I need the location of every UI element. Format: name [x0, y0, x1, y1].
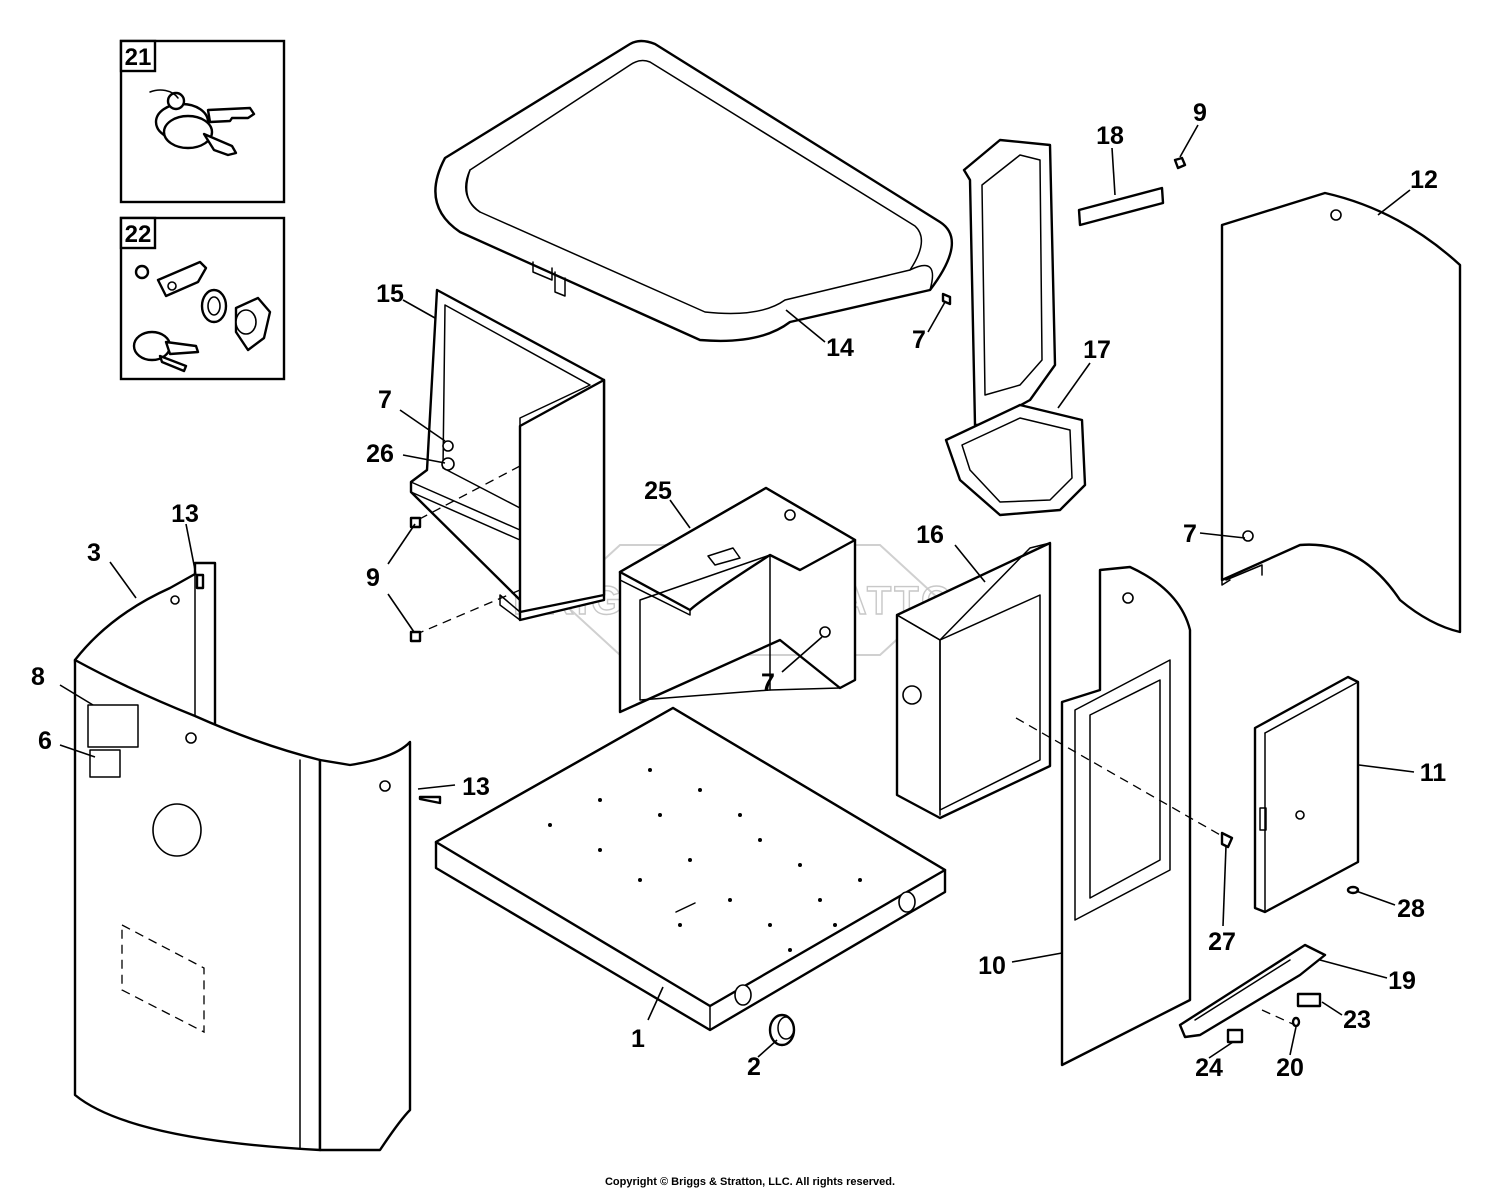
- callout-7: 7: [761, 669, 775, 697]
- grommet-2: [768, 1013, 796, 1047]
- screw-13: [195, 573, 205, 590]
- callout-24: 24: [1195, 1054, 1223, 1082]
- callout-10: 10: [978, 952, 1006, 980]
- callout-14: 14: [826, 334, 854, 362]
- fastener-set: [941, 292, 1360, 1028]
- callout-3: 3: [87, 539, 101, 567]
- callout-18: 18: [1096, 122, 1124, 150]
- callout-7: 7: [378, 386, 392, 414]
- callout-15: 15: [376, 280, 404, 308]
- copyright-notice: Copyright © Briggs & Stratton, LLC. All …: [604, 1176, 896, 1188]
- callout-9: 9: [366, 564, 380, 592]
- label-23: [1296, 992, 1322, 1008]
- panel-bracket-15: [409, 288, 606, 622]
- dashed-guide: [1261, 1009, 1296, 1026]
- rear-right-panel-12: [1220, 191, 1462, 634]
- callout-19: 19: [1388, 967, 1416, 995]
- key-set-icon: [149, 89, 256, 157]
- callout-7: 7: [1183, 520, 1197, 548]
- center-mount-25: [618, 486, 857, 714]
- screw-13: [418, 795, 442, 805]
- inset-box-22: 22: [119, 216, 286, 381]
- callout-20: 20: [1276, 1054, 1304, 1082]
- callout-16: 16: [916, 521, 944, 549]
- callout-8: 8: [31, 663, 45, 691]
- inset-box-number: 21: [125, 44, 152, 71]
- callout-6: 6: [38, 727, 52, 755]
- roof-lid: [434, 39, 954, 343]
- callout-28: 28: [1397, 895, 1425, 923]
- lock-kit-icon: [132, 260, 272, 373]
- inset-box-number: 22: [125, 221, 152, 248]
- dashed-guide: [1015, 717, 1223, 837]
- callout-labels: 3 13 8 6 15 7 26 9 13 1 2 25 7 14 7 17 1…: [31, 99, 1446, 1082]
- inset-box-21: 21: [119, 39, 286, 204]
- callout-17: 17: [1083, 336, 1111, 364]
- base-plate-1: [434, 706, 947, 1032]
- callout-13: 13: [171, 500, 199, 528]
- callout-23: 23: [1343, 1006, 1371, 1034]
- callout-12: 12: [1410, 166, 1438, 194]
- bottom-skirt-19: [1178, 943, 1327, 1039]
- callout-25: 25: [644, 477, 672, 505]
- access-door-11: [1253, 675, 1360, 914]
- callout-11: 11: [1420, 759, 1447, 787]
- callout-9: 9: [1193, 99, 1207, 127]
- callout-26: 26: [366, 440, 394, 468]
- leader-lines: [59, 124, 1415, 1059]
- callout-2: 2: [747, 1053, 761, 1081]
- dashed-guide: [411, 465, 521, 524]
- callout-13: 13: [462, 773, 490, 801]
- nut-9: [409, 630, 422, 643]
- nut-9: [409, 516, 422, 529]
- callout-27: 27: [1208, 928, 1236, 956]
- callout-1: 1: [631, 1025, 645, 1053]
- side-panel-3: [73, 561, 412, 1152]
- label-strip-18: [1077, 186, 1165, 227]
- dashed-guide: [411, 589, 521, 637]
- callout-7: 7: [912, 326, 926, 354]
- front-panel-10: [1060, 565, 1192, 1067]
- duct-17: [944, 138, 1087, 517]
- nut-9: [1173, 156, 1187, 170]
- control-box-16: [895, 541, 1052, 820]
- label-24: [1226, 1028, 1244, 1044]
